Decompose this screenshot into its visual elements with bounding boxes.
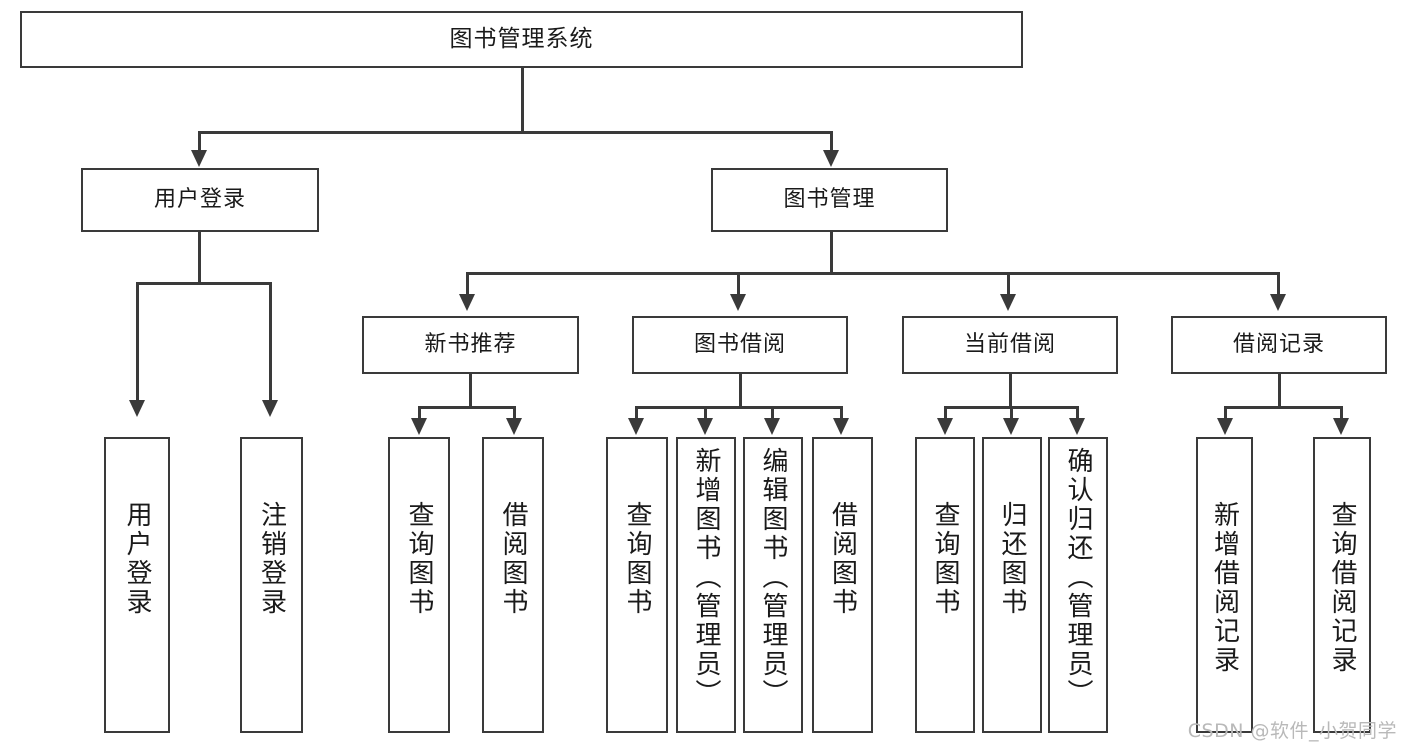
edge-recommend-bus xyxy=(418,406,516,409)
edge-book-mgmt-to-record xyxy=(1277,272,1280,296)
node-borrow-record-label: 借阅记录 xyxy=(1232,332,1325,358)
edge-user-login-bus xyxy=(136,282,271,285)
arrow-to-new-book-recommend xyxy=(459,294,475,311)
edge-root-down xyxy=(521,68,524,133)
arrow-to-current-borrow xyxy=(1000,294,1016,311)
node-leaf-user-login-label: 用户登录 xyxy=(122,501,152,617)
edge-record-to-leaf1 xyxy=(1224,406,1227,420)
edge-recommend-down xyxy=(469,374,472,408)
arrow-to-user-login xyxy=(191,150,207,167)
node-leaf-confirm-return-label: 确认归还（管理员） xyxy=(1063,447,1093,708)
arrow-to-leaf-query-record xyxy=(1333,418,1349,435)
edge-record-bus xyxy=(1224,406,1343,409)
node-leaf-query-book-3[interactable]: 查询图书 xyxy=(915,437,975,733)
edge-book-mgmt-to-borrow xyxy=(737,272,740,296)
edge-current-to-leaf1 xyxy=(944,406,947,420)
node-leaf-add-book-label: 新增图书（管理员） xyxy=(691,447,721,708)
node-user-login-label: 用户登录 xyxy=(153,187,246,213)
arrow-to-book-borrow xyxy=(730,294,746,311)
node-borrow-record[interactable]: 借阅记录 xyxy=(1171,316,1387,374)
edge-borrow-bus xyxy=(635,406,843,409)
arrow-to-borrow-record xyxy=(1270,294,1286,311)
node-leaf-edit-book[interactable]: 编辑图书（管理员） xyxy=(743,437,803,733)
edge-borrow-to-leaf3 xyxy=(771,406,774,420)
node-leaf-add-record-label: 新增借阅记录 xyxy=(1209,501,1240,675)
arrow-to-leaf-query-book-1 xyxy=(411,418,427,435)
edge-current-to-leaf3 xyxy=(1076,406,1079,420)
node-leaf-borrow-book-1-label: 借阅图书 xyxy=(498,501,528,617)
arrow-to-leaf-return-book xyxy=(1003,418,1019,435)
node-book-borrow-label: 图书借阅 xyxy=(693,332,786,358)
edge-user-login-down xyxy=(198,232,201,284)
edge-user-login-to-leaf2 xyxy=(269,282,272,402)
node-leaf-add-record[interactable]: 新增借阅记录 xyxy=(1196,437,1253,733)
edge-book-mgmt-to-current xyxy=(1007,272,1010,296)
node-leaf-add-book[interactable]: 新增图书（管理员） xyxy=(676,437,736,733)
arrow-to-leaf-add-book xyxy=(697,418,713,435)
node-leaf-query-book-1[interactable]: 查询图书 xyxy=(388,437,450,733)
arrow-to-leaf-query-book-2 xyxy=(628,418,644,435)
edge-borrow-to-leaf1 xyxy=(635,406,638,420)
edge-root-to-book-mgmt xyxy=(830,131,833,153)
node-current-borrow-label: 当前借阅 xyxy=(963,332,1056,358)
arrow-to-leaf-edit-book xyxy=(764,418,780,435)
edge-book-mgmt-bus xyxy=(466,272,1280,275)
node-leaf-return-book[interactable]: 归还图书 xyxy=(982,437,1042,733)
node-leaf-query-book-2-label: 查询图书 xyxy=(622,501,652,617)
node-current-borrow[interactable]: 当前借阅 xyxy=(902,316,1118,374)
node-leaf-query-book-1-label: 查询图书 xyxy=(404,501,434,617)
edge-book-mgmt-down xyxy=(830,232,833,274)
node-new-book-recommend-label: 新书推荐 xyxy=(424,332,517,358)
arrow-to-leaf-logout xyxy=(262,400,278,417)
node-leaf-query-book-3-label: 查询图书 xyxy=(930,501,960,617)
node-leaf-query-book-2[interactable]: 查询图书 xyxy=(606,437,668,733)
arrow-to-leaf-borrow-book-2 xyxy=(833,418,849,435)
edge-root-bus xyxy=(198,131,833,134)
node-leaf-query-record[interactable]: 查询借阅记录 xyxy=(1313,437,1371,733)
arrow-to-book-mgmt xyxy=(823,150,839,167)
edge-recommend-to-leaf2 xyxy=(513,406,516,420)
node-root-system-label: 图书管理系统 xyxy=(449,25,594,52)
node-leaf-logout[interactable]: 注销登录 xyxy=(240,437,303,733)
node-leaf-user-login[interactable]: 用户登录 xyxy=(104,437,170,733)
node-root-system[interactable]: 图书管理系统 xyxy=(20,11,1023,68)
node-leaf-query-record-label: 查询借阅记录 xyxy=(1327,501,1357,675)
edge-borrow-down xyxy=(739,374,742,408)
edge-root-to-user-login xyxy=(198,131,201,153)
arrow-to-leaf-query-book-3 xyxy=(937,418,953,435)
node-leaf-borrow-book-1[interactable]: 借阅图书 xyxy=(482,437,544,733)
edge-borrow-to-leaf4 xyxy=(840,406,843,420)
node-leaf-borrow-book-2-label: 借阅图书 xyxy=(827,501,858,617)
node-user-login[interactable]: 用户登录 xyxy=(81,168,319,232)
node-leaf-confirm-return[interactable]: 确认归还（管理员） xyxy=(1048,437,1108,733)
edge-current-to-leaf2 xyxy=(1010,406,1013,420)
edge-user-login-to-leaf1 xyxy=(136,282,139,402)
edge-record-down xyxy=(1278,374,1281,408)
node-leaf-logout-label: 注销登录 xyxy=(256,501,287,617)
arrow-to-leaf-confirm-return xyxy=(1069,418,1085,435)
node-book-management-label: 图书管理 xyxy=(783,187,876,213)
arrow-to-leaf-user-login xyxy=(129,400,145,417)
arrow-to-leaf-add-record xyxy=(1217,418,1233,435)
node-book-management[interactable]: 图书管理 xyxy=(711,168,948,232)
node-leaf-borrow-book-2[interactable]: 借阅图书 xyxy=(812,437,873,733)
node-new-book-recommend[interactable]: 新书推荐 xyxy=(362,316,579,374)
arrow-to-leaf-borrow-book-1 xyxy=(506,418,522,435)
edge-book-mgmt-to-recommend xyxy=(466,272,469,296)
edge-borrow-to-leaf2 xyxy=(704,406,707,420)
edge-current-down xyxy=(1009,374,1012,408)
edge-record-to-leaf2 xyxy=(1340,406,1343,420)
node-leaf-edit-book-label: 编辑图书（管理员） xyxy=(758,447,788,708)
node-book-borrow[interactable]: 图书借阅 xyxy=(632,316,848,374)
node-leaf-return-book-label: 归还图书 xyxy=(997,501,1027,617)
edge-recommend-to-leaf1 xyxy=(418,406,421,420)
